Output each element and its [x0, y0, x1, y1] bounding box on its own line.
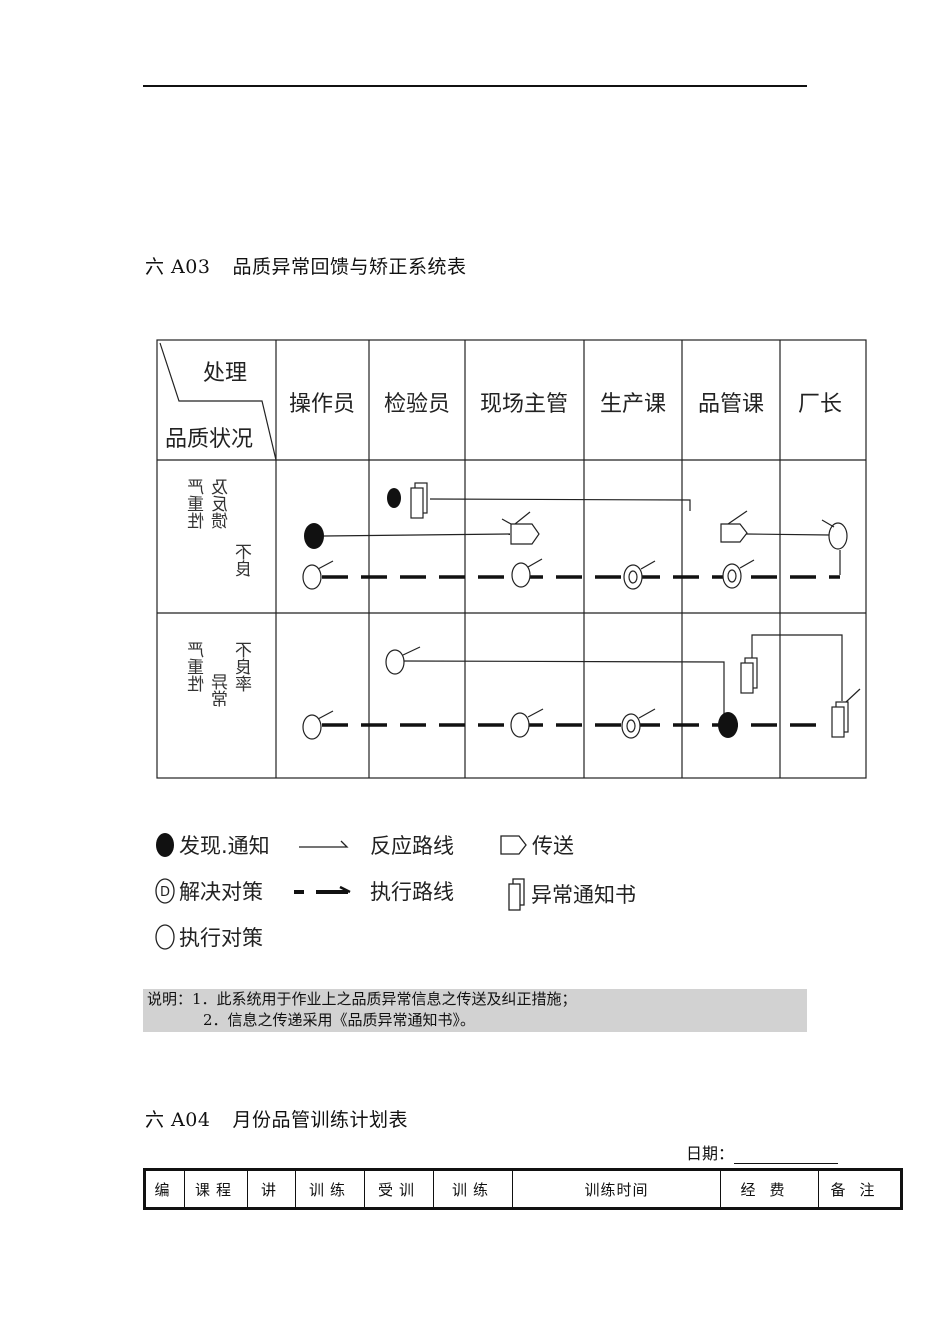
col-header-qc: 品管课: [698, 392, 764, 417]
col-header-factory-head: 厂长: [798, 392, 842, 417]
transmit-pentagon-icon: [501, 511, 540, 545]
section-a03-text: 品质异常回馈与矫正系统表: [232, 256, 467, 278]
row1-reaction-lines: [323, 498, 841, 575]
notice-document-icon: [740, 657, 758, 694]
reaction-arrow-icon: [299, 840, 349, 848]
flow-grid: [156, 339, 867, 779]
legend-label-execute: 执行路线: [370, 880, 454, 904]
section-a03-number: 六 A03: [145, 256, 211, 278]
col-header-trainees: 受训: [364, 1169, 434, 1209]
open-circle-icon: [302, 560, 334, 590]
col-header-production: 生产课: [600, 392, 666, 417]
notice-document-icon: [508, 878, 525, 911]
transmit-pentagon-icon: [500, 835, 527, 855]
execute-dashed-arrow-icon: [294, 885, 351, 894]
legend-label-resolve: 解决对策: [179, 880, 263, 904]
legend-label-notice: 异常通知书: [531, 883, 636, 907]
open-circle-icon: [302, 710, 334, 740]
row1-label-line3: 不良: [236, 543, 257, 577]
col-header-training-2: 训练: [433, 1169, 513, 1209]
transmit-pentagon-icon: [720, 510, 748, 543]
resolve-d-circle-icon: D: [155, 878, 175, 904]
row2-label: 严重性 异常 不良率: [188, 641, 257, 707]
section-a04-number: 六 A04: [145, 1109, 211, 1131]
row1-label: 严重性 及反馈 不良: [188, 478, 257, 577]
note-box: 说明：1．此系统用于作业上之品质异常信息之传送及纠正措施； 2．信息之传递采用《…: [143, 989, 807, 1032]
legend-item-discover: 发现.通知: [154, 830, 270, 860]
flow-table: 处理 品质状况 操作员 检验员 现场主管 生产课 品管课 厂长 严重性 及反馈 …: [156, 339, 867, 779]
col-header-lecturer: 讲: [247, 1169, 296, 1209]
col-header-inspector: 检验员: [384, 392, 450, 417]
row2-reaction-lines: [403, 634, 843, 723]
section-a04-title: 六 A04 月份品管训练计划表: [145, 1105, 408, 1132]
note-line-2: 2．信息之传递采用《品质异常通知书》。: [203, 1011, 476, 1029]
date-field: 日期：: [686, 1140, 839, 1164]
notice-document-icon: [410, 482, 428, 519]
training-plan-table: 编 课程 讲 训练 受训 训练 训练时间 经费 备注: [143, 1168, 903, 1210]
row1-label-line1: 严重性: [188, 478, 209, 529]
note-line-1: 说明：1．此系统用于作业上之品质异常信息之传送及纠正措施；: [147, 990, 577, 1008]
open-circle-icon: [155, 924, 175, 950]
row1-label-line2: 及反馈: [212, 478, 233, 529]
row2-label-line3: 不良率: [236, 641, 257, 692]
section-a03-title: 六 A03 品质异常回馈与矫正系统表: [145, 252, 466, 279]
row2-label-line2: 异常: [212, 673, 233, 707]
open-circle-icon: [821, 519, 848, 550]
open-circle-icon: [511, 558, 543, 588]
legend-item-notice: 异常通知书: [506, 876, 636, 912]
col-header-supervisor: 现场主管: [480, 392, 568, 417]
col-header-course: 课程: [184, 1169, 248, 1209]
col-header-number: 编: [144, 1169, 185, 1209]
row2-label-line1: 严重性: [188, 641, 209, 692]
corner-bottom-label: 品质状况: [165, 427, 253, 452]
filled-circle-icon: [156, 833, 174, 857]
legend-item-execute: 执行路线: [292, 876, 454, 906]
col-header-training-time: 训练时间: [512, 1169, 721, 1209]
legend-item-transmit: 传送: [499, 830, 574, 860]
resolve-d-circle-icon: [621, 708, 656, 739]
notice-document-icon: [831, 688, 861, 738]
discover-notify-icon: [304, 523, 324, 549]
top-rule: [143, 85, 807, 87]
resolve-d-circle-icon: [722, 559, 755, 589]
corner-top-label: 处理: [203, 361, 247, 386]
discover-notify-icon: [387, 488, 401, 508]
legend-item-execute-measure: 执行对策: [154, 922, 263, 952]
legend-item-resolve: D 解决对策: [154, 876, 263, 906]
resolve-d-circle-icon: [623, 560, 656, 590]
col-header-cost: 经费: [720, 1169, 819, 1209]
col-header-operator: 操作员: [289, 392, 355, 417]
date-blank: [734, 1147, 839, 1164]
legend-label-execute-measure: 执行对策: [179, 926, 263, 950]
svg-text:D: D: [160, 885, 170, 900]
col-header-remarks: 备注: [818, 1169, 902, 1209]
open-circle-icon: [510, 708, 544, 738]
legend-label-reaction: 反应路线: [370, 834, 454, 858]
legend-item-reaction: 反应路线: [297, 830, 454, 860]
discover-notify-icon: [718, 712, 738, 738]
date-label: 日期：: [686, 1144, 735, 1163]
open-circle-icon: [385, 646, 421, 675]
section-a04-text: 月份品管训练计划表: [232, 1109, 408, 1131]
legend-label-discover: 发现.通知: [179, 834, 270, 858]
legend: 发现.通知 反应路线 传送 D 解决对策 执行路线 异常通知书 执行对策: [154, 822, 714, 962]
col-header-training-1: 训练: [295, 1169, 365, 1209]
table-header-row: 编 课程 讲 训练 受训 训练 训练时间 经费 备注: [144, 1169, 902, 1209]
legend-label-transmit: 传送: [532, 834, 574, 858]
